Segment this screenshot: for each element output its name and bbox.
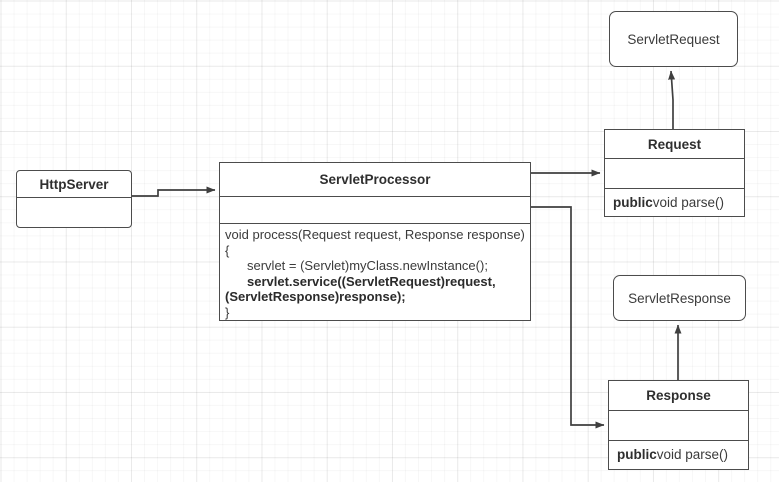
- class-box-servletprocessor[interactable]: ServletProcessor void process(Request re…: [219, 162, 531, 321]
- operation-signature: void parse(): [652, 194, 725, 210]
- class-operations-request: public void parse(): [605, 187, 744, 216]
- class-name-request: Request: [647, 136, 702, 152]
- class-operations-response: public void parse(): [609, 439, 748, 469]
- class-name-httpserver: HttpServer: [39, 176, 109, 192]
- interface-box-servletrequest[interactable]: ServletRequest: [609, 11, 738, 67]
- connector-servletprocessor-to-response: [531, 206, 605, 429]
- connector-httpserver-to-servletprocessor: [132, 186, 216, 197]
- class-attributes-httpserver: [17, 197, 131, 227]
- code-line: void process(Request request, Response r…: [225, 227, 525, 258]
- class-operations-servletprocessor: void process(Request request, Response r…: [220, 223, 530, 320]
- class-attributes-request: [605, 158, 744, 187]
- operation-modifier: public: [613, 194, 653, 210]
- interface-name-servletrequest: ServletRequest: [627, 31, 720, 47]
- operation-signature: void parse(): [656, 447, 729, 463]
- class-attributes-servletprocessor: [220, 196, 530, 223]
- code-line: servlet = (Servlet)myClass.newInstance()…: [247, 258, 488, 274]
- code-line: servlet.service((ServletRequest)request,: [247, 273, 496, 289]
- class-box-request[interactable]: Request public void parse(): [604, 129, 745, 217]
- class-box-httpserver[interactable]: HttpServer: [16, 170, 132, 228]
- interface-box-servletresponse[interactable]: ServletResponse: [613, 275, 746, 321]
- connector-request-to-servletrequest: [668, 70, 676, 129]
- interface-name-servletresponse: ServletResponse: [628, 290, 731, 306]
- code-line: }: [225, 304, 230, 320]
- class-name-servletprocessor: ServletProcessor: [319, 172, 431, 187]
- class-box-response[interactable]: Response public void parse(): [608, 380, 749, 470]
- class-name-response: Response: [646, 388, 711, 404]
- operation-modifier: public: [617, 447, 657, 463]
- code-line: (ServletResponse)response);: [225, 289, 406, 305]
- class-attributes-response: [609, 410, 748, 439]
